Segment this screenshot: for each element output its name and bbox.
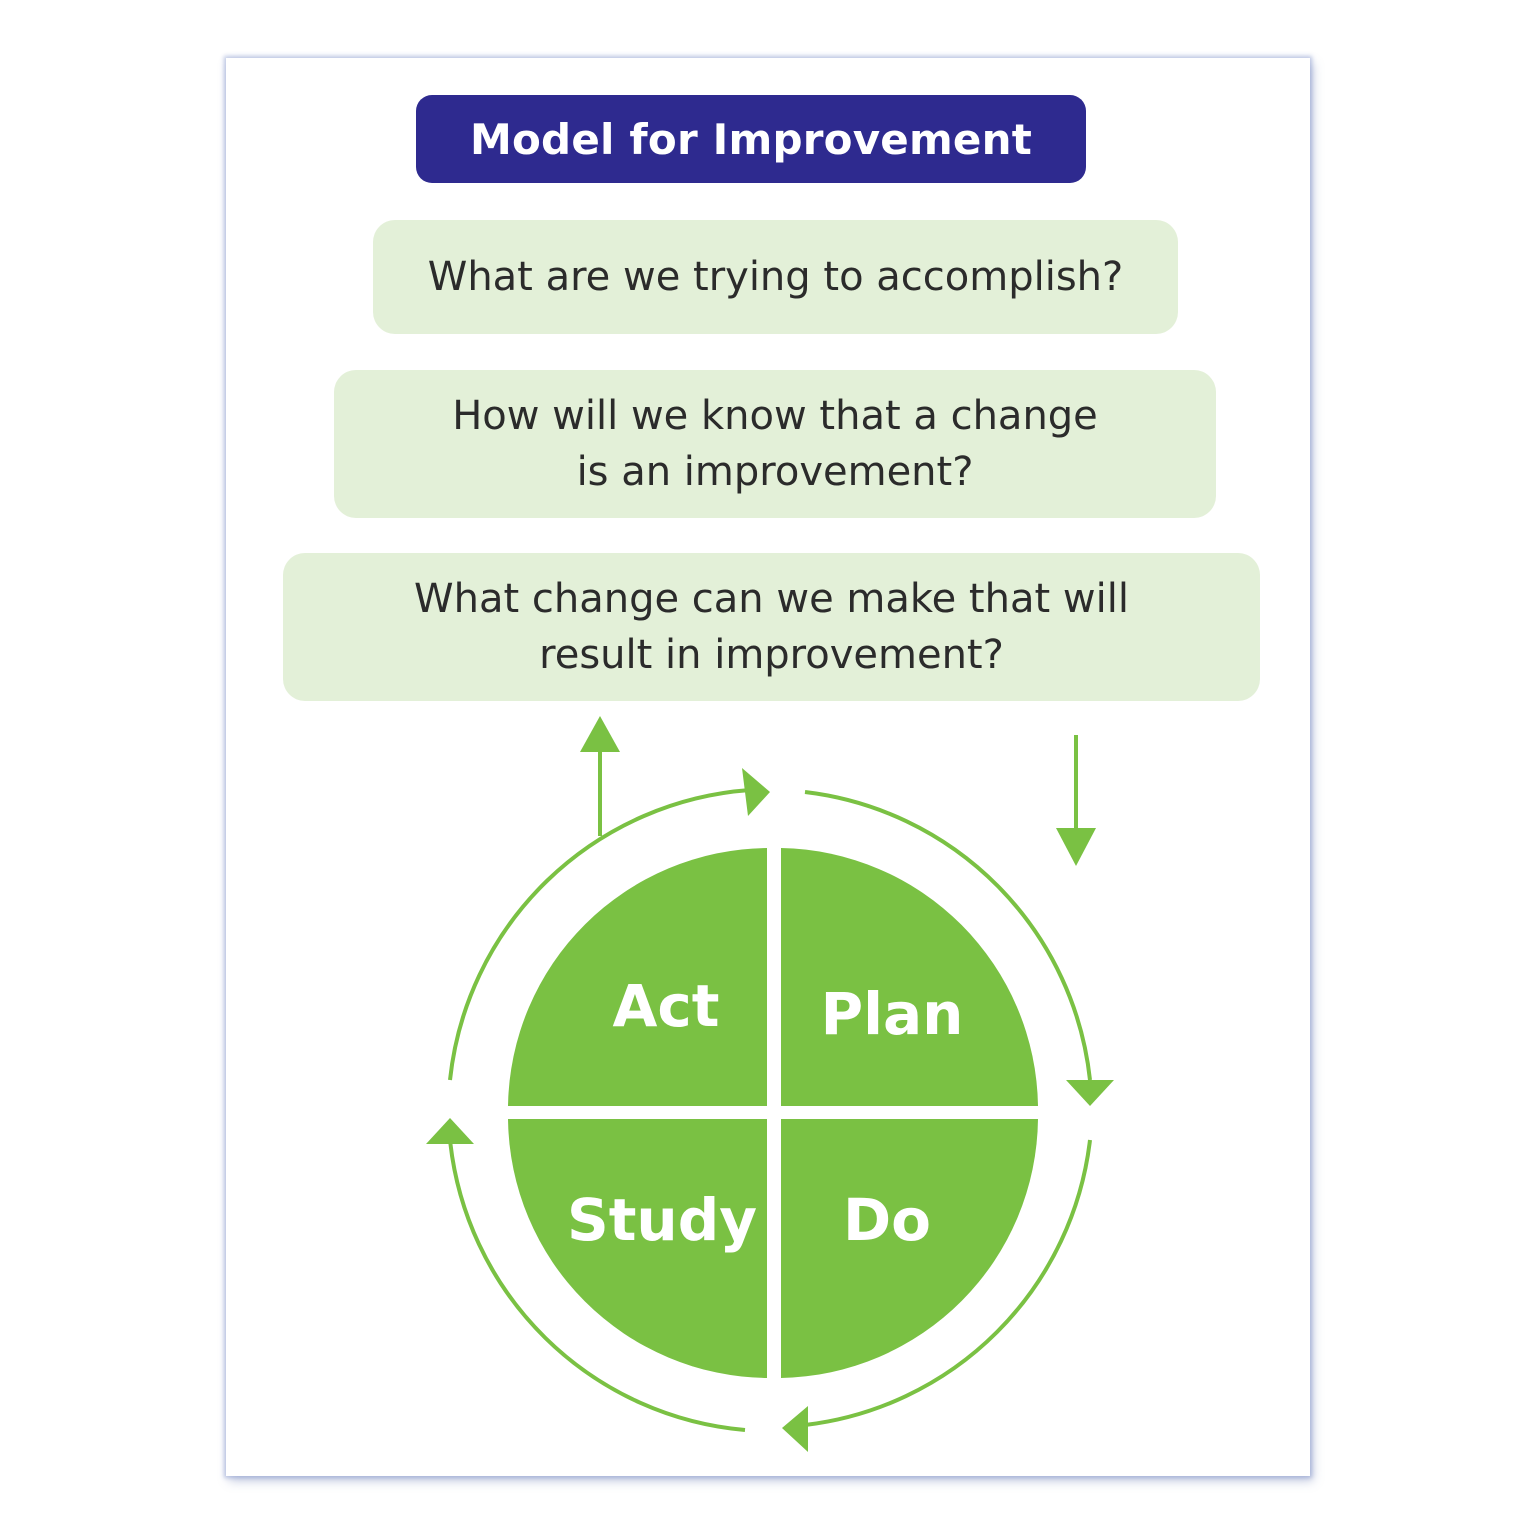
arrowheads xyxy=(426,716,1114,1452)
quadrant-do xyxy=(781,1119,1038,1378)
arrowhead-right-down xyxy=(1066,1080,1114,1106)
question-changes: What change can we make that will result… xyxy=(283,553,1260,701)
arrowhead-up-arrow xyxy=(580,716,620,752)
arc-study-to-act xyxy=(448,1139,746,1432)
arrowhead-left-up xyxy=(426,1118,474,1144)
pdsa-pie xyxy=(508,848,1038,1378)
arrowhead-top-right xyxy=(742,768,770,816)
label-plan: Plan xyxy=(821,980,964,1048)
cycle-arrows xyxy=(448,735,1092,1432)
arc-plan-to-do xyxy=(804,790,1092,1081)
arrowhead-down-arrow xyxy=(1056,828,1096,866)
label-study: Study xyxy=(567,1186,757,1254)
label-act: Act xyxy=(613,972,720,1040)
label-do: Do xyxy=(843,1186,931,1254)
question-aim: What are we trying to accomplish? xyxy=(373,220,1178,334)
arrowhead-bottom-left xyxy=(782,1406,808,1452)
arc-do-to-study xyxy=(804,1139,1092,1427)
quadrant-act xyxy=(508,848,767,1106)
arc-act-to-plan xyxy=(448,788,751,1081)
quadrant-study xyxy=(508,1119,767,1378)
title-banner: Model for Improvement xyxy=(416,95,1086,183)
quadrant-plan xyxy=(781,848,1038,1106)
question-measures: How will we know that a change is an imp… xyxy=(334,370,1216,518)
